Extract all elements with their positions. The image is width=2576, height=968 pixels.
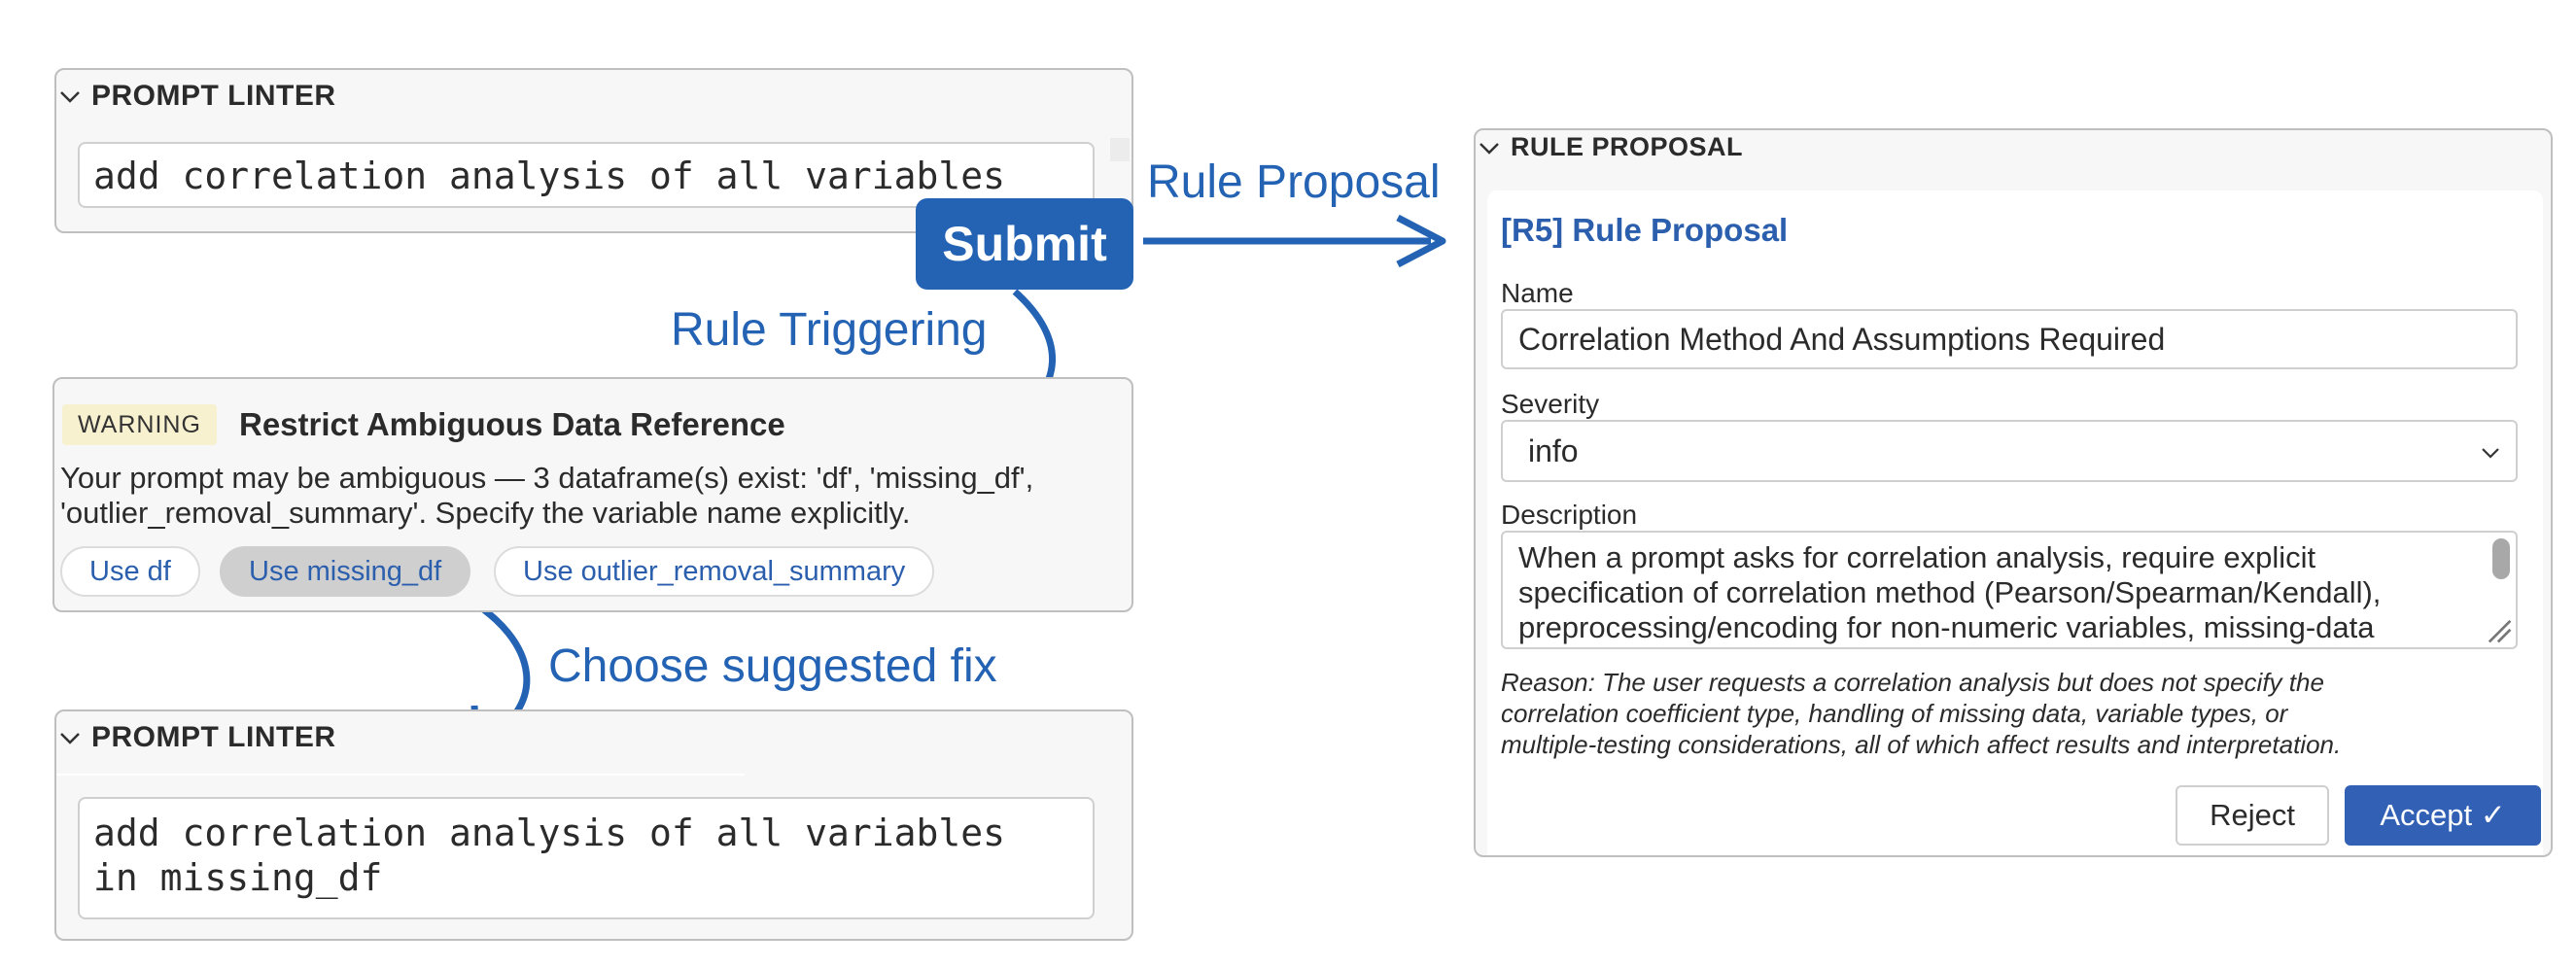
severity-value: info — [1528, 433, 1579, 468]
prompt-text-line: in missing_df — [93, 856, 383, 899]
name-label: Name — [1501, 278, 1574, 308]
warning-badge: WARNING — [62, 404, 217, 445]
name-field[interactable]: Correlation Method And Assumptions Requi… — [1501, 309, 2518, 369]
warning-message: Your prompt may be ambiguous — 3 datafra… — [60, 461, 1033, 531]
prompt-input[interactable]: add correlation analysis of all variable… — [78, 797, 1095, 919]
prompt-text: add correlation analysis of all variable… — [93, 155, 1005, 197]
severity-select[interactable]: info — [1501, 420, 2518, 482]
rule-proposal-header-title: RULE PROPOSAL — [1511, 132, 1744, 161]
warning-title: Restrict Ambiguous Data Reference — [239, 406, 785, 442]
description-textarea[interactable]: When a prompt asks for correlation analy… — [1501, 531, 2518, 649]
description-label: Description — [1501, 500, 1638, 530]
prompt-input[interactable]: add correlation analysis of all variable… — [78, 142, 1095, 208]
submit-label: Submit — [942, 217, 1107, 271]
chevron-down-icon — [60, 91, 80, 103]
prompt-text-line: add correlation analysis of all variable… — [93, 812, 1005, 854]
description-line: When a prompt asks for correlation analy… — [1518, 540, 2316, 574]
chevron-down-icon — [1479, 142, 1499, 155]
prompt-linter-header[interactable]: PROMPT LINTER — [58, 80, 336, 113]
warning-message-line: 'outlier_removal_summary'. Specify the v… — [60, 496, 911, 530]
name-value: Correlation Method And Assumptions Requi… — [1518, 322, 2166, 357]
annotation-choose-fix: Choose suggested fix — [548, 640, 997, 692]
reason-text: Reason: The user requests a correlation … — [1501, 667, 2341, 760]
prompt-linter-panel-top: PROMPT LINTER add correlation analysis o… — [54, 68, 1133, 233]
reject-label: Reject — [2210, 798, 2295, 832]
prompt-linter-title: PROMPT LINTER — [91, 80, 336, 112]
chevron-down-icon — [60, 733, 80, 744]
warning-message-line: Your prompt may be ambiguous — 3 datafra… — [60, 461, 1034, 495]
annotation-rule-triggering: Rule Triggering — [671, 304, 988, 356]
header-divider — [56, 774, 745, 776]
reason-line: multiple-testing considerations, all of … — [1501, 730, 2342, 759]
reject-button[interactable]: Reject — [2176, 785, 2329, 846]
arrow-to-rule-proposal — [1143, 214, 1446, 268]
rule-proposal-card: [R5] Rule Proposal Name Correlation Meth… — [1487, 190, 2543, 855]
resize-handle-icon[interactable] — [2479, 610, 2514, 645]
fix-use-outlier-removal-summary-button[interactable]: Use outlier_removal_summary — [494, 546, 935, 597]
fix-use-missing-df-button[interactable]: Use missing_df — [220, 546, 471, 597]
prompt-linter-title: PROMPT LINTER — [91, 721, 336, 753]
prompt-linter-header[interactable]: PROMPT LINTER — [58, 721, 336, 754]
accept-button[interactable]: Accept ✓ — [2345, 785, 2541, 846]
fix-use-df-button[interactable]: Use df — [60, 546, 200, 597]
submit-button[interactable]: Submit — [916, 198, 1133, 290]
prompt-linter-panel-bottom: PROMPT LINTER add correlation analysis o… — [54, 709, 1133, 941]
severity-label: Severity — [1501, 389, 1600, 419]
rule-proposal-title: [R5] Rule Proposal — [1501, 212, 1789, 248]
scroll-indicator — [1110, 138, 1130, 161]
rule-proposal-header[interactable]: RULE PROPOSAL — [1478, 132, 1743, 162]
rule-proposal-panel: RULE PROPOSAL [R5] Rule Proposal Name Co… — [1474, 128, 2553, 857]
warning-panel: WARNING Restrict Ambiguous Data Referenc… — [52, 377, 1133, 612]
warning-badge-label: WARNING — [78, 411, 201, 438]
reason-line: Reason: The user requests a correlation … — [1501, 668, 2324, 697]
chevron-down-icon — [2482, 448, 2499, 459]
reason-line: correlation coefficient type, handling o… — [1501, 699, 2288, 728]
textarea-scrollbar[interactable] — [2492, 538, 2510, 579]
accept-label: Accept ✓ — [2380, 798, 2506, 832]
description-line: preprocessing/encoding for non-numeric v… — [1518, 610, 2375, 644]
annotation-rule-proposal: Rule Proposal — [1147, 156, 1441, 208]
description-line: specification of correlation method (Pea… — [1518, 575, 2382, 609]
